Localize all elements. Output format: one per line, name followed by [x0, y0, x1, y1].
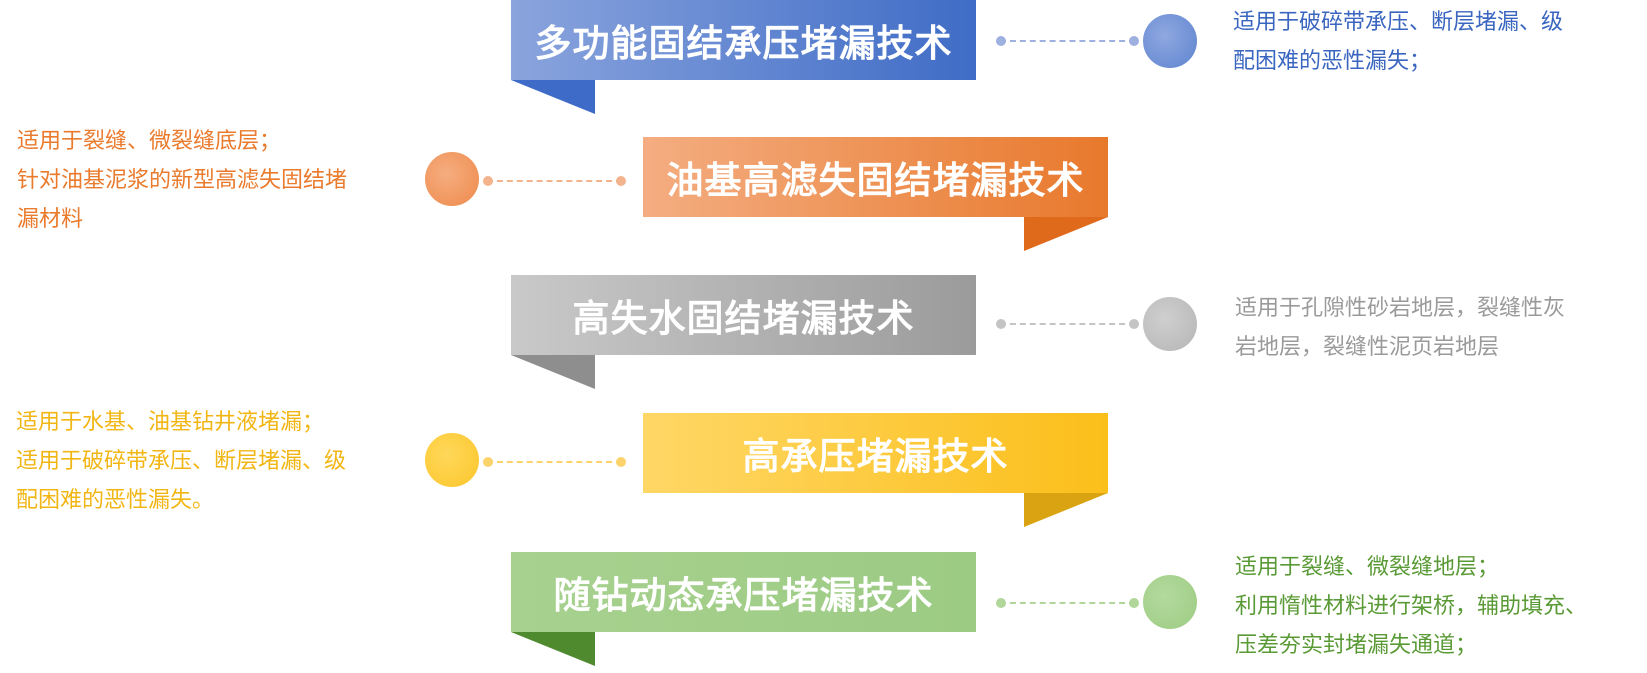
description-line: 配困难的恶性漏失； [1233, 49, 1432, 74]
dashed-connector [996, 36, 1139, 46]
dashed-connector [483, 176, 626, 186]
technique-banner: 高失水固结堵漏技术 [511, 275, 976, 355]
technique-banner: 高承压堵漏技术 [643, 413, 1108, 493]
banner-fold [1024, 493, 1108, 527]
description-line: 适用于裂缝、微裂缝地层； [1235, 555, 1500, 580]
technique-title: 多功能固结承压堵漏技术 [534, 22, 953, 65]
marker-circle [425, 152, 479, 206]
technique-banner: 多功能固结承压堵漏技术 [511, 0, 976, 80]
technique-description: 适用于水基、油基钻井液堵漏； 适用于破碎带承压、断层堵漏、级 配困难的恶性漏失。 [16, 403, 396, 520]
connector-dot [996, 598, 1006, 608]
marker-circle [1143, 575, 1197, 629]
connector-dot [996, 319, 1006, 329]
banner-fold [511, 80, 595, 114]
connector-dot [996, 36, 1006, 46]
description-line: 适用于孔隙性砂岩地层，裂缝性灰 [1235, 296, 1566, 321]
technique-banner: 油基高滤失固结堵漏技术 [643, 137, 1108, 217]
description-line: 岩地层，裂缝性泥页岩地层 [1235, 335, 1500, 360]
technique-description: 适用于裂缝、微裂缝地层； 利用惰性材料进行架桥，辅助填充、 压差夯实封堵漏失通道… [1235, 548, 1645, 665]
technique-title: 高承压堵漏技术 [742, 435, 1009, 478]
banner-fold [1024, 217, 1108, 251]
marker-circle [1143, 14, 1197, 68]
connector-dot [1129, 319, 1139, 329]
technique-title: 随钻动态承压堵漏技术 [553, 574, 934, 617]
marker-circle [1143, 297, 1197, 351]
connector-dot [483, 457, 493, 467]
marker-circle [425, 433, 479, 487]
description-line: 利用惰性材料进行架桥，辅助填充、 [1235, 594, 1588, 619]
technique-description: 适用于孔隙性砂岩地层，裂缝性灰 岩地层，裂缝性泥页岩地层 [1235, 289, 1615, 367]
description-line: 配困难的恶性漏失。 [16, 488, 215, 513]
description-line: 漏材料 [17, 207, 84, 232]
description-line: 压差夯实封堵漏失通道； [1235, 633, 1478, 658]
description-line: 适用于破碎带承压、断层堵漏、级 [1233, 10, 1564, 35]
connector-dot [1129, 36, 1139, 46]
connector-dot [1129, 598, 1139, 608]
connector-dot [616, 176, 626, 186]
description-line: 针对油基泥浆的新型高滤失固结堵 [17, 168, 348, 193]
description-line: 适用于裂缝、微裂缝底层； [17, 129, 282, 154]
technique-title: 高失水固结堵漏技术 [572, 297, 915, 340]
banner-fold [511, 355, 595, 389]
technique-description: 适用于裂缝、微裂缝底层； 针对油基泥浆的新型高滤失固结堵 漏材料 [17, 122, 397, 239]
technique-title: 油基高滤失固结堵漏技术 [666, 159, 1085, 202]
dashed-connector [483, 457, 626, 467]
dashed-connector [996, 598, 1139, 608]
description-line: 适用于破碎带承压、断层堵漏、级 [16, 449, 347, 474]
connector-dot [483, 176, 493, 186]
dashed-connector [996, 319, 1139, 329]
banner-fold [511, 632, 595, 666]
technique-description: 适用于破碎带承压、断层堵漏、级 配困难的恶性漏失； [1233, 3, 1613, 81]
technique-banner: 随钻动态承压堵漏技术 [511, 552, 976, 632]
connector-dot [616, 457, 626, 467]
description-line: 适用于水基、油基钻井液堵漏； [16, 410, 325, 435]
